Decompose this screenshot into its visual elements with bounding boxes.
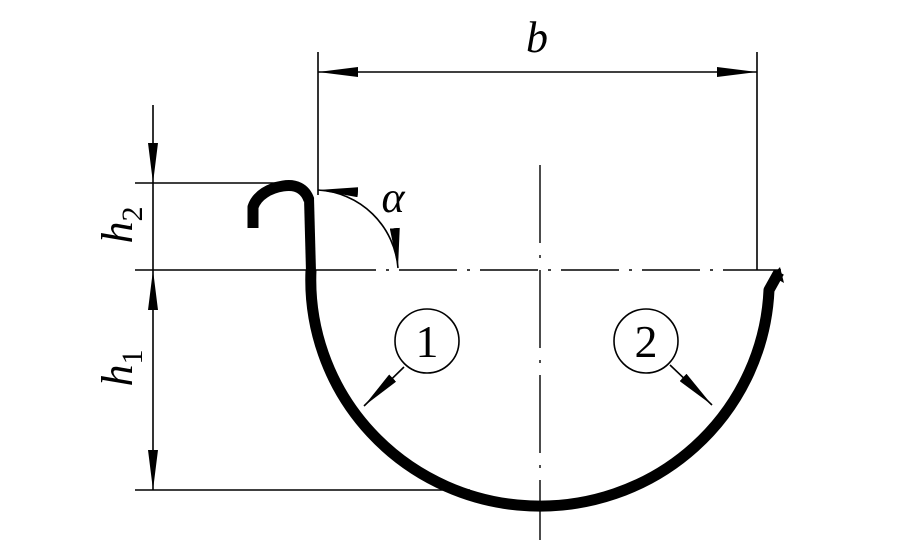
label-alpha: α xyxy=(381,173,405,222)
label-b: b xyxy=(526,13,548,62)
label-h1-main: h xyxy=(93,365,142,387)
svg-text:h1: h1 xyxy=(93,350,149,387)
leader-2 xyxy=(669,364,713,406)
gutter-wall xyxy=(305,269,784,512)
gutter-profile xyxy=(247,180,784,512)
angle-arc xyxy=(317,187,400,269)
center-lines xyxy=(318,165,785,540)
callout-leaders xyxy=(363,308,713,407)
label-h2: h2 xyxy=(93,207,149,244)
label-h2-sub: 2 xyxy=(116,207,149,222)
callout-circle-1 xyxy=(394,308,460,374)
leader-1 xyxy=(363,366,405,407)
dimension-heights xyxy=(135,105,470,491)
label-h1-sub: 1 xyxy=(116,350,149,365)
gutter-bead xyxy=(247,180,315,228)
label-h1: h1 xyxy=(93,350,149,387)
callout-circle-2 xyxy=(613,308,679,374)
svg-text:h2: h2 xyxy=(93,207,149,244)
label-callout-2: 2 xyxy=(635,316,658,367)
label-callout-1: 1 xyxy=(416,316,439,367)
gutter-right-lip xyxy=(772,267,784,283)
label-h2-main: h xyxy=(93,222,142,244)
gutter-left-wall xyxy=(304,197,316,273)
dimension-b xyxy=(317,52,758,270)
angle-alpha xyxy=(317,187,400,269)
